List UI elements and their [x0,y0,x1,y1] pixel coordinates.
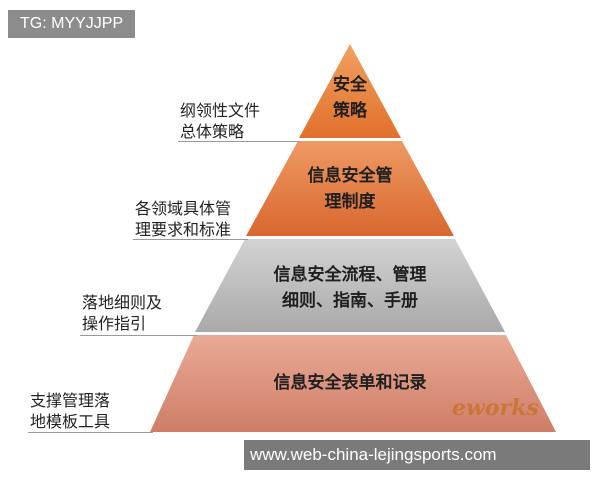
left-label-templates-tools: 支撑管理落 地模板工具 [30,391,111,431]
left-label-implementation-rules: 落地细则及 操作指引 [82,293,163,333]
pyramid-tier-forms-records [150,335,556,432]
left-label-domain-requirements: 各领域具体管 理要求和标准 [135,199,232,239]
tier-text-forms-records: 信息安全表单和记录 [273,373,427,393]
footer-url-banner[interactable]: www.web-china-lejingsports.com [244,440,590,470]
eworks-logo: eworks [452,395,539,421]
leader-line-3 [80,335,197,336]
tier-text-management-system: 信息安全管 理制度 [307,166,393,212]
tier-text-procedures: 信息安全流程、管理 细则、指南、手册 [273,265,427,311]
source-tag: TG: MYYJJPP [8,10,136,38]
pyramid-tier-management-system [246,141,454,236]
leader-line-1 [178,141,300,142]
pyramid-tier-strategy [299,44,401,138]
leader-line-2 [133,239,248,240]
tier-text-strategy: 安全 策略 [333,75,367,121]
left-label-guiding-documents: 纲领性文件 总体策略 [180,101,261,141]
pyramid-tier-procedures [195,239,505,332]
leader-line-4 [28,432,153,433]
